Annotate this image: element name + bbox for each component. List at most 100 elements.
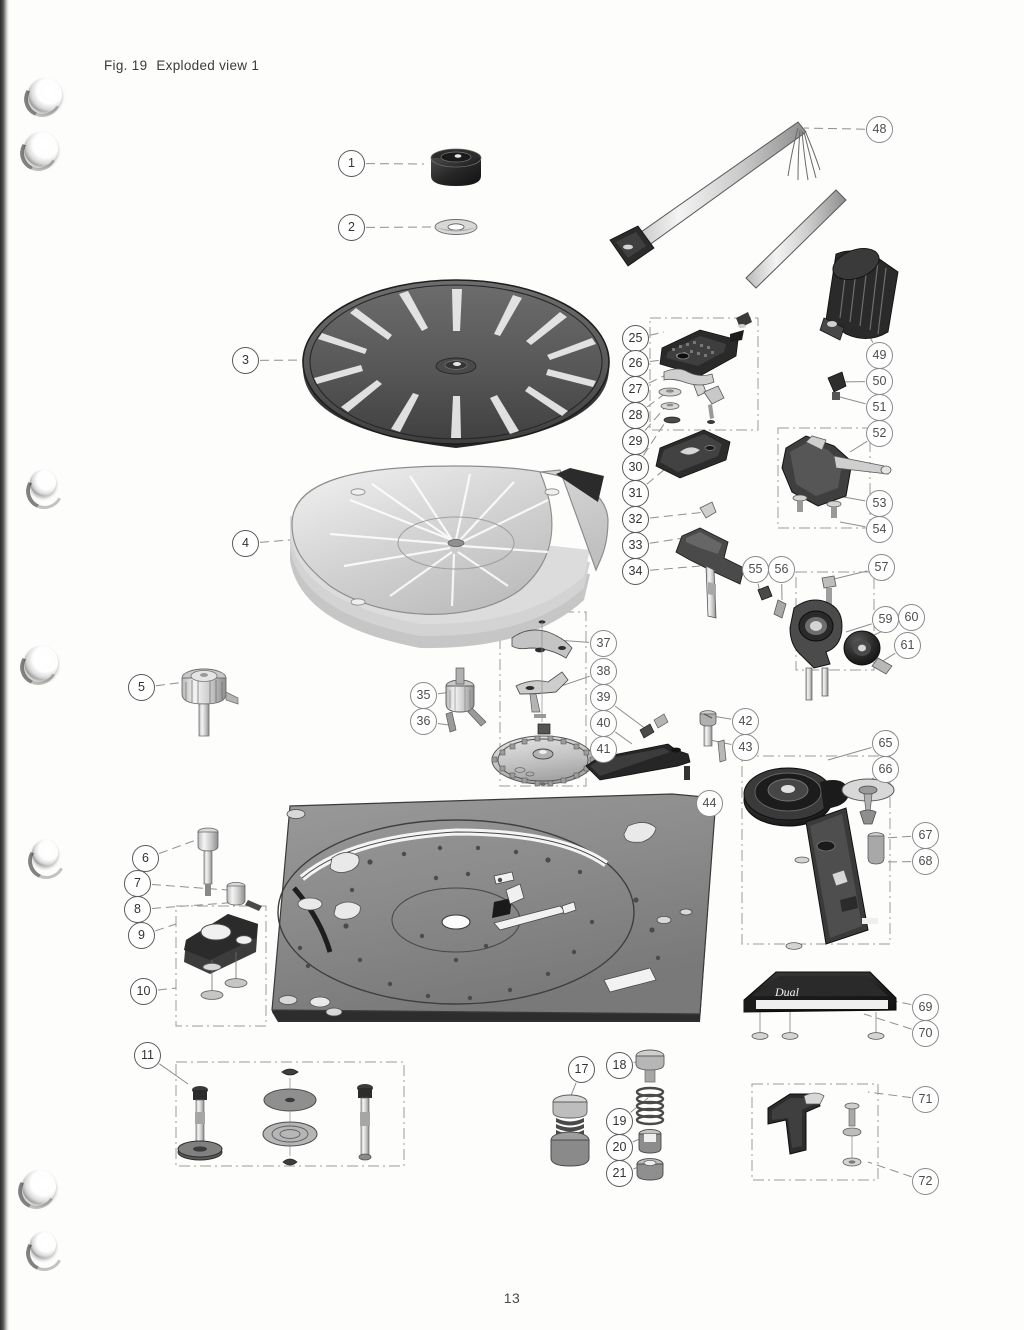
callout-57[interactable]: 57	[868, 554, 895, 581]
callout-38[interactable]: 38	[590, 658, 617, 685]
leader-line-4	[259, 539, 291, 543]
callout-26[interactable]: 26	[622, 350, 649, 377]
callout-9[interactable]: 9	[128, 922, 155, 949]
callout-67[interactable]: 67	[912, 822, 939, 849]
callout-35[interactable]: 35	[410, 682, 437, 709]
part-counterweight	[745, 189, 899, 341]
callout-44[interactable]: 44	[696, 790, 723, 817]
callout-29[interactable]: 29	[622, 428, 649, 455]
callout-41[interactable]: 41	[590, 736, 617, 763]
callout-61[interactable]: 61	[894, 632, 921, 659]
callout-49[interactable]: 49	[866, 342, 893, 369]
callout-70[interactable]: 70	[912, 1020, 939, 1047]
callout-37[interactable]: 37	[590, 630, 617, 657]
callout-34[interactable]: 34	[622, 558, 649, 585]
part-spindle-washer	[434, 219, 478, 235]
callout-20[interactable]: 20	[606, 1134, 633, 1161]
part-drive-gear-wheel	[491, 735, 596, 787]
callout-31[interactable]: 31	[622, 480, 649, 507]
callout-60[interactable]: 60	[898, 604, 925, 631]
callout-72[interactable]: 72	[912, 1168, 939, 1195]
leader-line-54	[839, 521, 866, 528]
callout-3[interactable]: 3	[232, 347, 259, 374]
leader-line-19	[630, 1097, 649, 1113]
callout-52[interactable]: 52	[866, 420, 893, 447]
leader-line-71	[867, 1091, 912, 1099]
binding-hole-icon	[30, 470, 56, 496]
callout-7[interactable]: 7	[124, 870, 151, 897]
callout-54[interactable]: 54	[866, 516, 893, 543]
callout-53[interactable]: 53	[866, 490, 893, 517]
part-dust-cover-plinth: Dual	[743, 971, 897, 1040]
callout-25[interactable]: 25	[622, 325, 649, 352]
callout-19[interactable]: 19	[606, 1108, 633, 1135]
callout-8[interactable]: 8	[124, 896, 151, 923]
part-tonearm-link	[655, 429, 731, 479]
part-feet-spring-assembly	[177, 1068, 373, 1166]
callout-71[interactable]: 71	[912, 1086, 939, 1113]
part-motor-assembly	[743, 767, 895, 950]
callout-27[interactable]: 27	[622, 376, 649, 403]
callout-50[interactable]: 50	[866, 368, 893, 395]
part-screw-42-43	[699, 710, 727, 763]
switch-lever-group	[751, 1083, 879, 1181]
callout-39[interactable]: 39	[590, 684, 617, 711]
leader-line-5	[155, 681, 187, 687]
part-suspension-assembly	[184, 827, 262, 1000]
callout-28[interactable]: 28	[622, 402, 649, 429]
callout-69[interactable]: 69	[912, 994, 939, 1021]
callout-56[interactable]: 56	[768, 556, 795, 583]
callout-55[interactable]: 55	[742, 556, 769, 583]
callout-33[interactable]: 33	[622, 532, 649, 559]
part-cartridge-headshell	[658, 312, 752, 424]
callout-48[interactable]: 48	[866, 116, 893, 143]
callout-59[interactable]: 59	[872, 606, 899, 633]
suspension-group	[175, 905, 267, 1027]
leader-line-33	[649, 537, 685, 544]
callout-4[interactable]: 4	[232, 530, 259, 557]
leader-line-11	[159, 1063, 189, 1085]
leader-line-9	[155, 923, 177, 932]
motor-pulley-group	[741, 755, 891, 945]
callout-43[interactable]: 43	[732, 734, 759, 761]
callout-40[interactable]: 40	[590, 710, 617, 737]
binding-hole-icon	[30, 1232, 56, 1258]
leader-line-70	[863, 1013, 912, 1030]
part-18-cap	[635, 1049, 665, 1083]
callout-1[interactable]: 1	[338, 150, 365, 177]
leader-line-34	[649, 565, 701, 571]
binding-hole-icon	[24, 646, 58, 680]
part-arm-rest-clip	[827, 371, 847, 400]
leader-line-72	[867, 1161, 912, 1178]
callout-36[interactable]: 36	[410, 708, 437, 735]
leader-line-8	[151, 901, 241, 909]
callout-32[interactable]: 32	[622, 506, 649, 533]
leader-line-48	[803, 127, 866, 130]
callout-6[interactable]: 6	[132, 845, 159, 872]
brand-logo-text: Dual	[774, 985, 800, 999]
leader-line-32	[649, 511, 707, 519]
tonearm-bearing-group	[777, 427, 871, 529]
callout-10[interactable]: 10	[130, 978, 157, 1005]
part-tonearm-pivot-assembly	[757, 575, 893, 701]
callout-2[interactable]: 2	[338, 214, 365, 241]
callout-30[interactable]: 30	[622, 454, 649, 481]
callout-18[interactable]: 18	[606, 1052, 633, 1079]
callout-68[interactable]: 68	[912, 848, 939, 875]
callout-65[interactable]: 65	[872, 730, 899, 757]
part-spindle-cap-knob	[430, 148, 482, 186]
callout-5[interactable]: 5	[128, 674, 155, 701]
binding-hole-icon	[28, 78, 62, 112]
leader-line-7	[151, 884, 229, 891]
callout-17[interactable]: 17	[568, 1056, 595, 1083]
part-button-spring-assembly	[550, 1049, 665, 1181]
callout-11[interactable]: 11	[134, 1042, 161, 1069]
leader-line-28	[646, 389, 671, 408]
callout-42[interactable]: 42	[732, 708, 759, 735]
binding-hole-icon	[32, 840, 58, 866]
callout-66[interactable]: 66	[872, 756, 899, 783]
callout-21[interactable]: 21	[606, 1160, 633, 1187]
callout-51[interactable]: 51	[866, 394, 893, 421]
